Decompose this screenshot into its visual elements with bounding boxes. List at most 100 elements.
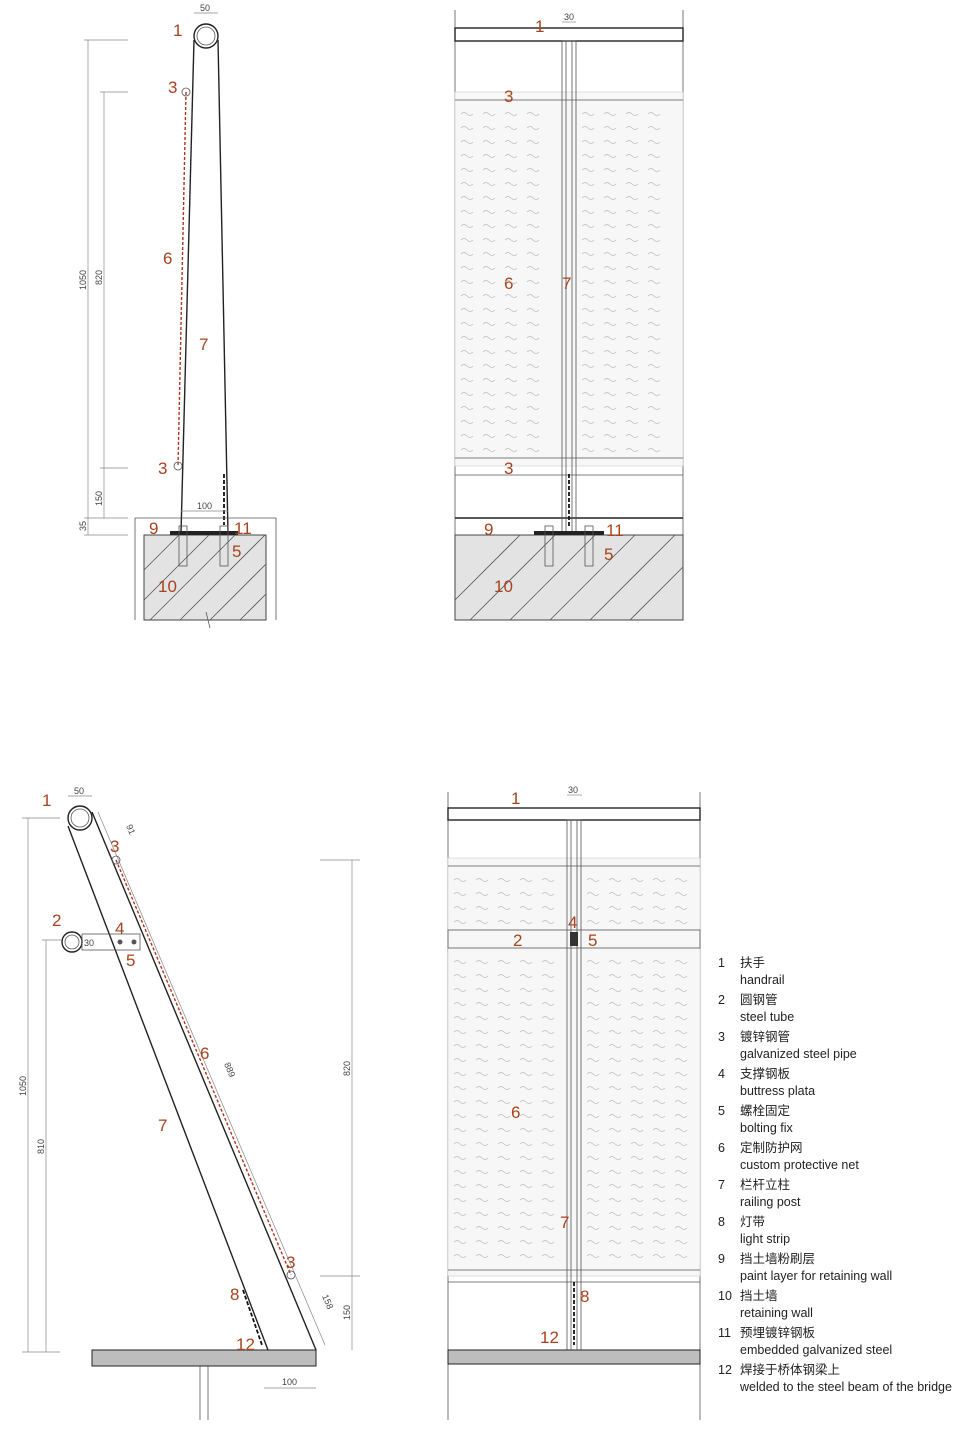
legend-number: 12 [718, 1363, 732, 1377]
protective-net-bottom [447, 857, 701, 1277]
legend-english: handrail [740, 973, 785, 987]
legend-number: 4 [718, 1067, 725, 1081]
dim-100-bottom: 100 [282, 1377, 297, 1387]
legend-english: welded to the steel beam of the bridge [740, 1380, 952, 1394]
legend-english: retaining wall [740, 1306, 813, 1320]
handrail-bar-top [454, 27, 684, 42]
label-1-tl: 1 [173, 21, 182, 40]
legend-chinese: 焊接于桥体钢梁上 [740, 1363, 841, 1377]
legend-english: custom protective net [740, 1158, 859, 1172]
legend-english: steel tube [740, 1010, 795, 1024]
legend-number: 7 [718, 1178, 725, 1192]
label-7-bl: 7 [158, 1116, 167, 1135]
label-5-bl: 5 [126, 951, 135, 970]
legend-item: 5 螺栓固定 bolting fix [718, 1103, 958, 1137]
label-6-br: 6 [511, 1103, 520, 1122]
label-3b-tl: 3 [158, 459, 167, 478]
label-3a-bl: 3 [110, 837, 119, 856]
bridge-beam-slab-right [447, 1349, 701, 1365]
label-6-tl: 6 [163, 249, 172, 268]
legend-number: 3 [718, 1030, 725, 1044]
label-12-br: 12 [540, 1328, 559, 1347]
legend-chinese: 圆钢管 [740, 993, 778, 1007]
label-2-bl: 2 [52, 911, 61, 930]
label-6-tr: 6 [504, 274, 513, 293]
legend-chinese: 扶手 [740, 956, 766, 970]
dim-889-bottom: 889 [222, 1061, 237, 1079]
legend-chinese: 栏杆立柱 [740, 1178, 791, 1192]
legend-item: 1 扶手 handrail [718, 955, 958, 989]
legend-english: bolting fix [740, 1121, 793, 1135]
net-pattern-br1 [586, 878, 688, 924]
net-pattern-bl1 [453, 878, 555, 924]
elevation-view-bottom: 30 1 4 2 5 6 7 8 12 [447, 785, 701, 1420]
handrail-circle [193, 23, 219, 49]
legend-item: 7 栏杆立柱 railing post [718, 1177, 958, 1211]
legend-english: light strip [740, 1232, 791, 1246]
net-line-top [177, 91, 187, 467]
dim-30-top: 30 [564, 12, 574, 22]
elevation-view-top: 30 1 3 6 7 3 9 11 5 10 [454, 10, 684, 621]
label-8-br: 8 [580, 1287, 589, 1306]
legend-chinese: 支撑钢板 [740, 1067, 791, 1081]
label-9-tr: 9 [484, 520, 493, 539]
label-5-tr: 5 [604, 545, 613, 564]
net-pattern-br2 [586, 960, 688, 1258]
legend-number: 2 [718, 993, 725, 1007]
legend-number: 10 [718, 1289, 732, 1303]
label-3b-bl: 3 [286, 1253, 295, 1272]
legend-english: paint layer for retaining wall [740, 1269, 893, 1283]
legend-number: 6 [718, 1141, 725, 1155]
label-10-tl: 10 [158, 577, 177, 596]
dim-30-bottom: 30 [568, 785, 578, 795]
legend-number: 8 [718, 1215, 725, 1229]
dim-91-bottom: 91 [124, 823, 137, 836]
dim-820-bottom: 820 [342, 1061, 352, 1076]
steel-tube-bar [447, 929, 701, 949]
label-12-bl: 12 [236, 1335, 255, 1354]
legend-item: 2 圆钢管 steel tube [718, 992, 958, 1026]
dim-1050-top: 1050 [78, 270, 88, 290]
label-6-bl: 6 [200, 1044, 209, 1063]
label-7-br: 7 [560, 1213, 569, 1232]
bridge-beam-slab [91, 1349, 317, 1367]
net-pattern-tl [460, 112, 540, 452]
legend-number: 5 [718, 1104, 725, 1118]
label-3a-tl: 3 [168, 78, 177, 97]
legend-number: 1 [718, 956, 725, 970]
dim-30-bottom-left: 30 [84, 938, 94, 948]
label-3a-tr: 3 [504, 87, 513, 106]
legend-number: 11 [718, 1326, 731, 1340]
net-pattern-tr [581, 112, 661, 452]
label-11-tl: 11 [234, 519, 252, 538]
label-8-bl: 8 [230, 1285, 239, 1304]
legend-number: 9 [718, 1252, 725, 1266]
dim-1050-bottom: 1050 [18, 1076, 28, 1096]
label-2-br: 2 [513, 931, 522, 950]
legend-english: galvanized steel pipe [740, 1047, 857, 1061]
dim-158-bottom: 158 [320, 1293, 335, 1311]
section-view-bottom: 50 30 1050 810 820 150 889 91 [18, 786, 360, 1420]
dim-50-top: 50 [200, 3, 210, 13]
legend-chinese: 螺栓固定 [740, 1104, 791, 1118]
legend-item: 6 定制防护网 custom protective net [718, 1140, 958, 1174]
label-5-tl: 5 [232, 542, 241, 561]
label-5-br: 5 [588, 931, 597, 950]
section-view-top: 50 1050 820 150 35 100 [78, 3, 277, 629]
retaining-wall-top-right [454, 534, 684, 621]
label-1-bl: 1 [42, 791, 51, 810]
legend-chinese: 定制防护网 [740, 1141, 803, 1155]
label-4-br: 4 [568, 913, 577, 932]
legend-english: railing post [740, 1195, 801, 1209]
label-4-bl: 4 [115, 919, 124, 938]
dim-150-top: 150 [94, 491, 104, 506]
dim-810-bottom: 810 [36, 1139, 46, 1154]
legend-english: embedded galvanized steel [740, 1343, 893, 1357]
